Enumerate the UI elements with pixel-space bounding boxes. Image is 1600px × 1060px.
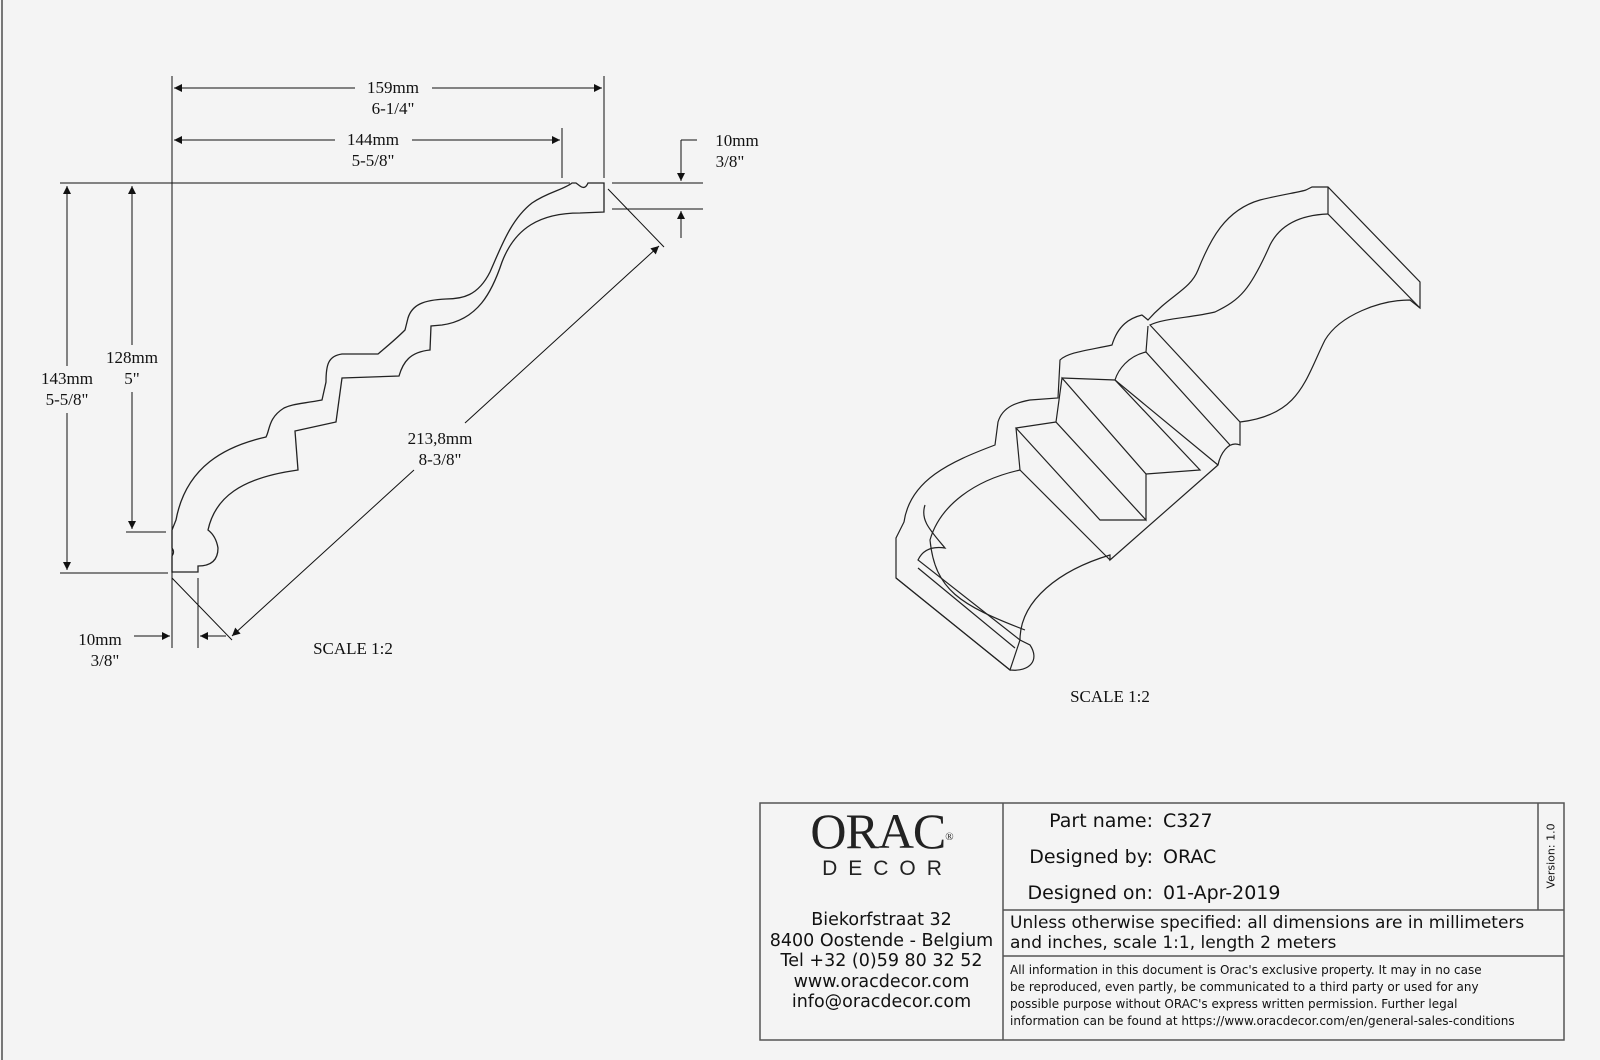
dimension-labels: 159mm 6-1/4" 144mm 5-5/8" 10mm 3/8" 143m… [41, 78, 1150, 706]
dim-10-bottom-inch: 3/8" [91, 651, 120, 670]
version-label: Version: 1.0 [1544, 823, 1558, 889]
address-city: 8400 Oostende - Belgium [769, 930, 994, 951]
dim-10-top-mm: 10mm [715, 131, 758, 150]
title-block-lines [759, 802, 1565, 1041]
company-address: Biekorfstraat 32 8400 Oostende - Belgium… [760, 910, 1003, 1013]
legal-notice: All information in this document is Orac… [1010, 962, 1515, 1030]
designed-by-label: Designed by: [1029, 846, 1153, 868]
designed-on-label: Designed on: [1027, 882, 1153, 904]
dim-143-mm: 143mm [41, 369, 93, 388]
dim-144-mm: 144mm [347, 130, 399, 149]
designed-by-value: ORAC [1163, 846, 1217, 868]
legal-line: All information in this document is Orac… [1010, 963, 1482, 977]
logo-subtext: DECOR [822, 857, 953, 880]
dim-213-mm: 213,8mm [408, 429, 473, 448]
legal-line: be reproduced, even partly, be communica… [1010, 980, 1479, 994]
address-email: info@oracdecor.com [791, 992, 972, 1012]
dim-10-bottom-mm: 10mm [78, 630, 121, 649]
dim-128-mm: 128mm [106, 348, 158, 367]
dim-213-inch: 8-3/8" [419, 450, 462, 469]
units-note-line: Unless otherwise specified: all dimensio… [1010, 913, 1525, 933]
dim-159-inch: 6-1/4" [372, 99, 415, 118]
isometric-view [895, 186, 1421, 672]
address-website: www.oracdecor.com [793, 971, 970, 992]
section-profile [171, 182, 605, 573]
dim-159-mm: 159mm [367, 78, 419, 97]
legal-line: possible purpose without ORAC's express … [1010, 997, 1458, 1011]
dimension-lines [60, 76, 703, 648]
iso-scale-label: SCALE 1:2 [1070, 687, 1150, 706]
legal-line: information can be found at https://www.… [1010, 1014, 1515, 1028]
dim-10-top-inch: 3/8" [716, 152, 745, 171]
part-name-label: Part name: [1049, 810, 1153, 832]
orac-decor-logo: ORAC® DECOR [760, 805, 1003, 881]
address-phone: Tel +32 (0)59 80 32 52 [780, 951, 983, 971]
dim-128-inch: 5" [124, 369, 139, 388]
logo-text: ORAC [810, 803, 946, 859]
units-note: Unless otherwise specified: all dimensio… [1010, 913, 1524, 953]
units-note-line: and inches, scale 1:1, length 2 meters [1010, 933, 1337, 953]
dim-143-inch: 5-5/8" [46, 390, 89, 409]
address-street: Biekorfstraat 32 [811, 910, 952, 930]
designed-on-value: 01-Apr-2019 [1163, 882, 1281, 904]
part-name-value: C327 [1163, 810, 1213, 832]
section-scale-label: SCALE 1:2 [313, 639, 393, 658]
registered-mark: ® [945, 831, 953, 843]
dim-144-inch: 5-5/8" [352, 151, 395, 170]
